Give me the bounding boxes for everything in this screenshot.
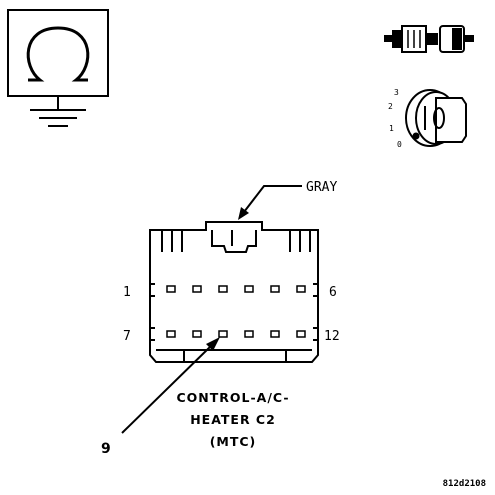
pin-label-12: 12: [324, 329, 340, 344]
cavity-row-bottom: [166, 330, 306, 338]
pin-label-1: 1: [123, 285, 131, 300]
ignition-pos-3: 3: [394, 88, 399, 97]
connector-pair-icon: [384, 25, 474, 53]
ignition-pos-2: 2: [388, 102, 393, 111]
cavity-1: [166, 285, 176, 293]
cavity-12: [296, 330, 306, 338]
cavity-row-top: [166, 285, 306, 293]
ignition-key-icon: [405, 89, 467, 147]
connector-color-label: GRAY: [306, 180, 337, 195]
cavity-10: [244, 330, 254, 338]
callout-number: 9: [101, 441, 111, 457]
cavity-9: [218, 330, 228, 338]
connector-name-line-1: CONTROL-A/C-: [176, 390, 289, 405]
connector-name-line-2: HEATER C2: [190, 412, 276, 427]
cavity-11: [270, 330, 280, 338]
callout-arrowhead: [206, 337, 220, 351]
ignition-pos-1: 1: [389, 124, 394, 133]
pin-label-6: 6: [329, 285, 337, 300]
cavity-2: [192, 285, 202, 293]
ignition-pos-0: 0: [397, 140, 402, 149]
cavity-3: [218, 285, 228, 293]
cavity-7: [166, 330, 176, 338]
cavity-5: [270, 285, 280, 293]
pin-label-7: 7: [123, 329, 131, 344]
connector-body: [149, 221, 319, 363]
ohm-ground-icon: [7, 9, 109, 127]
callout-leader-line: [121, 344, 213, 434]
color-leader-arrowhead: [238, 207, 249, 220]
cavity-8: [192, 330, 202, 338]
connector-name-line-3: (MTC): [210, 434, 257, 449]
color-leader-line: [243, 185, 302, 213]
figure-id: 812d2108: [443, 479, 486, 489]
cavity-6: [296, 285, 306, 293]
cavity-4: [244, 285, 254, 293]
